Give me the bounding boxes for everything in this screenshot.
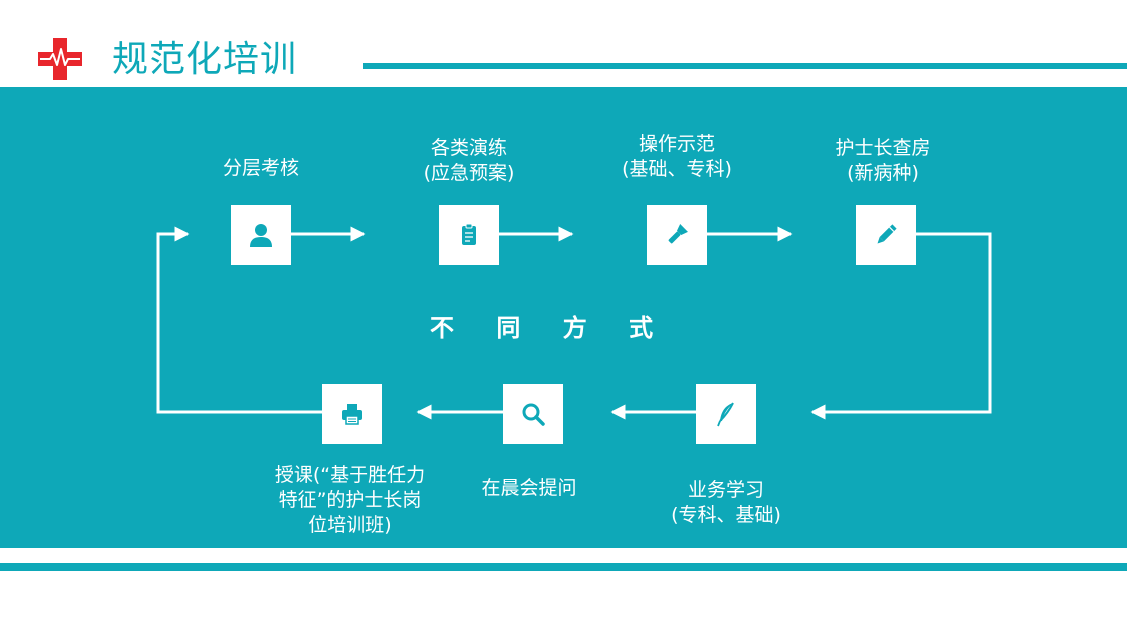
flashlight-icon: [668, 224, 688, 244]
title-divider: [363, 63, 1127, 69]
step-label-study: 业务学习 (专科、基础): [671, 479, 781, 526]
step-node-exam: [231, 205, 291, 265]
step-node-rounds: [856, 205, 916, 265]
center-label: 不 同 方 式: [430, 314, 671, 342]
step-label-rounds: 护士长查房 (新病种): [835, 137, 931, 184]
step-node-drill: [439, 205, 499, 265]
footer-divider: [0, 563, 1127, 571]
page-title: 规范化培训: [112, 39, 298, 80]
step-label-questions: 在晨会提问: [481, 477, 577, 499]
step-label-drill: 各类演练 (应急预案): [423, 137, 515, 184]
step-node-study: [696, 384, 756, 444]
clipboard-icon: [462, 223, 476, 245]
step-node-demo: [647, 205, 707, 265]
search-icon: [522, 403, 545, 426]
step-node-lecture: [322, 384, 382, 444]
red-cross-heartbeat-icon: [38, 38, 82, 80]
pencil-icon: [877, 224, 897, 244]
step-label-exam: 分层考核: [222, 157, 299, 179]
step-label-demo: 操作示范 (基础、专科): [622, 133, 732, 180]
feather-icon: [717, 402, 734, 427]
step-node-questions: [503, 384, 563, 444]
printer-icon: [342, 404, 362, 425]
user-icon: [250, 224, 272, 247]
step-label-lecture: 授课(“基于胜任力 特征”的护士长岗 位培训班): [274, 464, 426, 536]
